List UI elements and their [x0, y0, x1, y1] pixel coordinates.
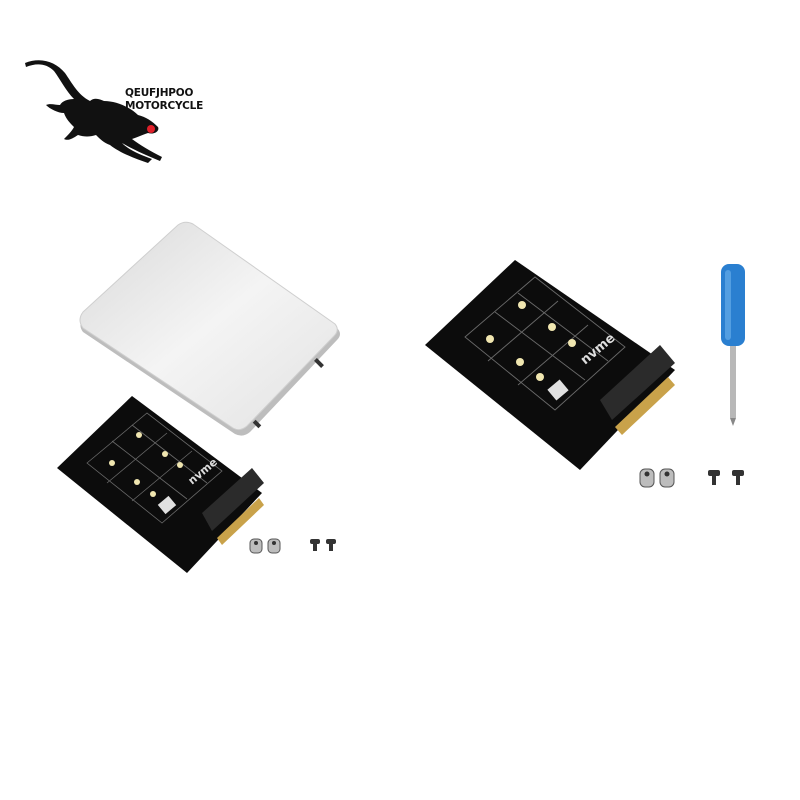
standoffs-right — [638, 465, 753, 493]
ssd-enclosure — [75, 220, 345, 445]
adapter-board-right: nvme — [420, 255, 685, 475]
screwdriver — [715, 262, 755, 427]
standoffs-left — [248, 535, 358, 560]
leaping-panther-icon — [25, 60, 162, 164]
brand-name-line1: QEUFJHPOO — [125, 87, 194, 99]
brand-name-line2: MOTORCYCLE — [125, 100, 204, 112]
adapter-board-left: nvme — [52, 393, 267, 578]
brand-logo: QEUFJHPOO MOTORCYCLE — [20, 55, 210, 165]
